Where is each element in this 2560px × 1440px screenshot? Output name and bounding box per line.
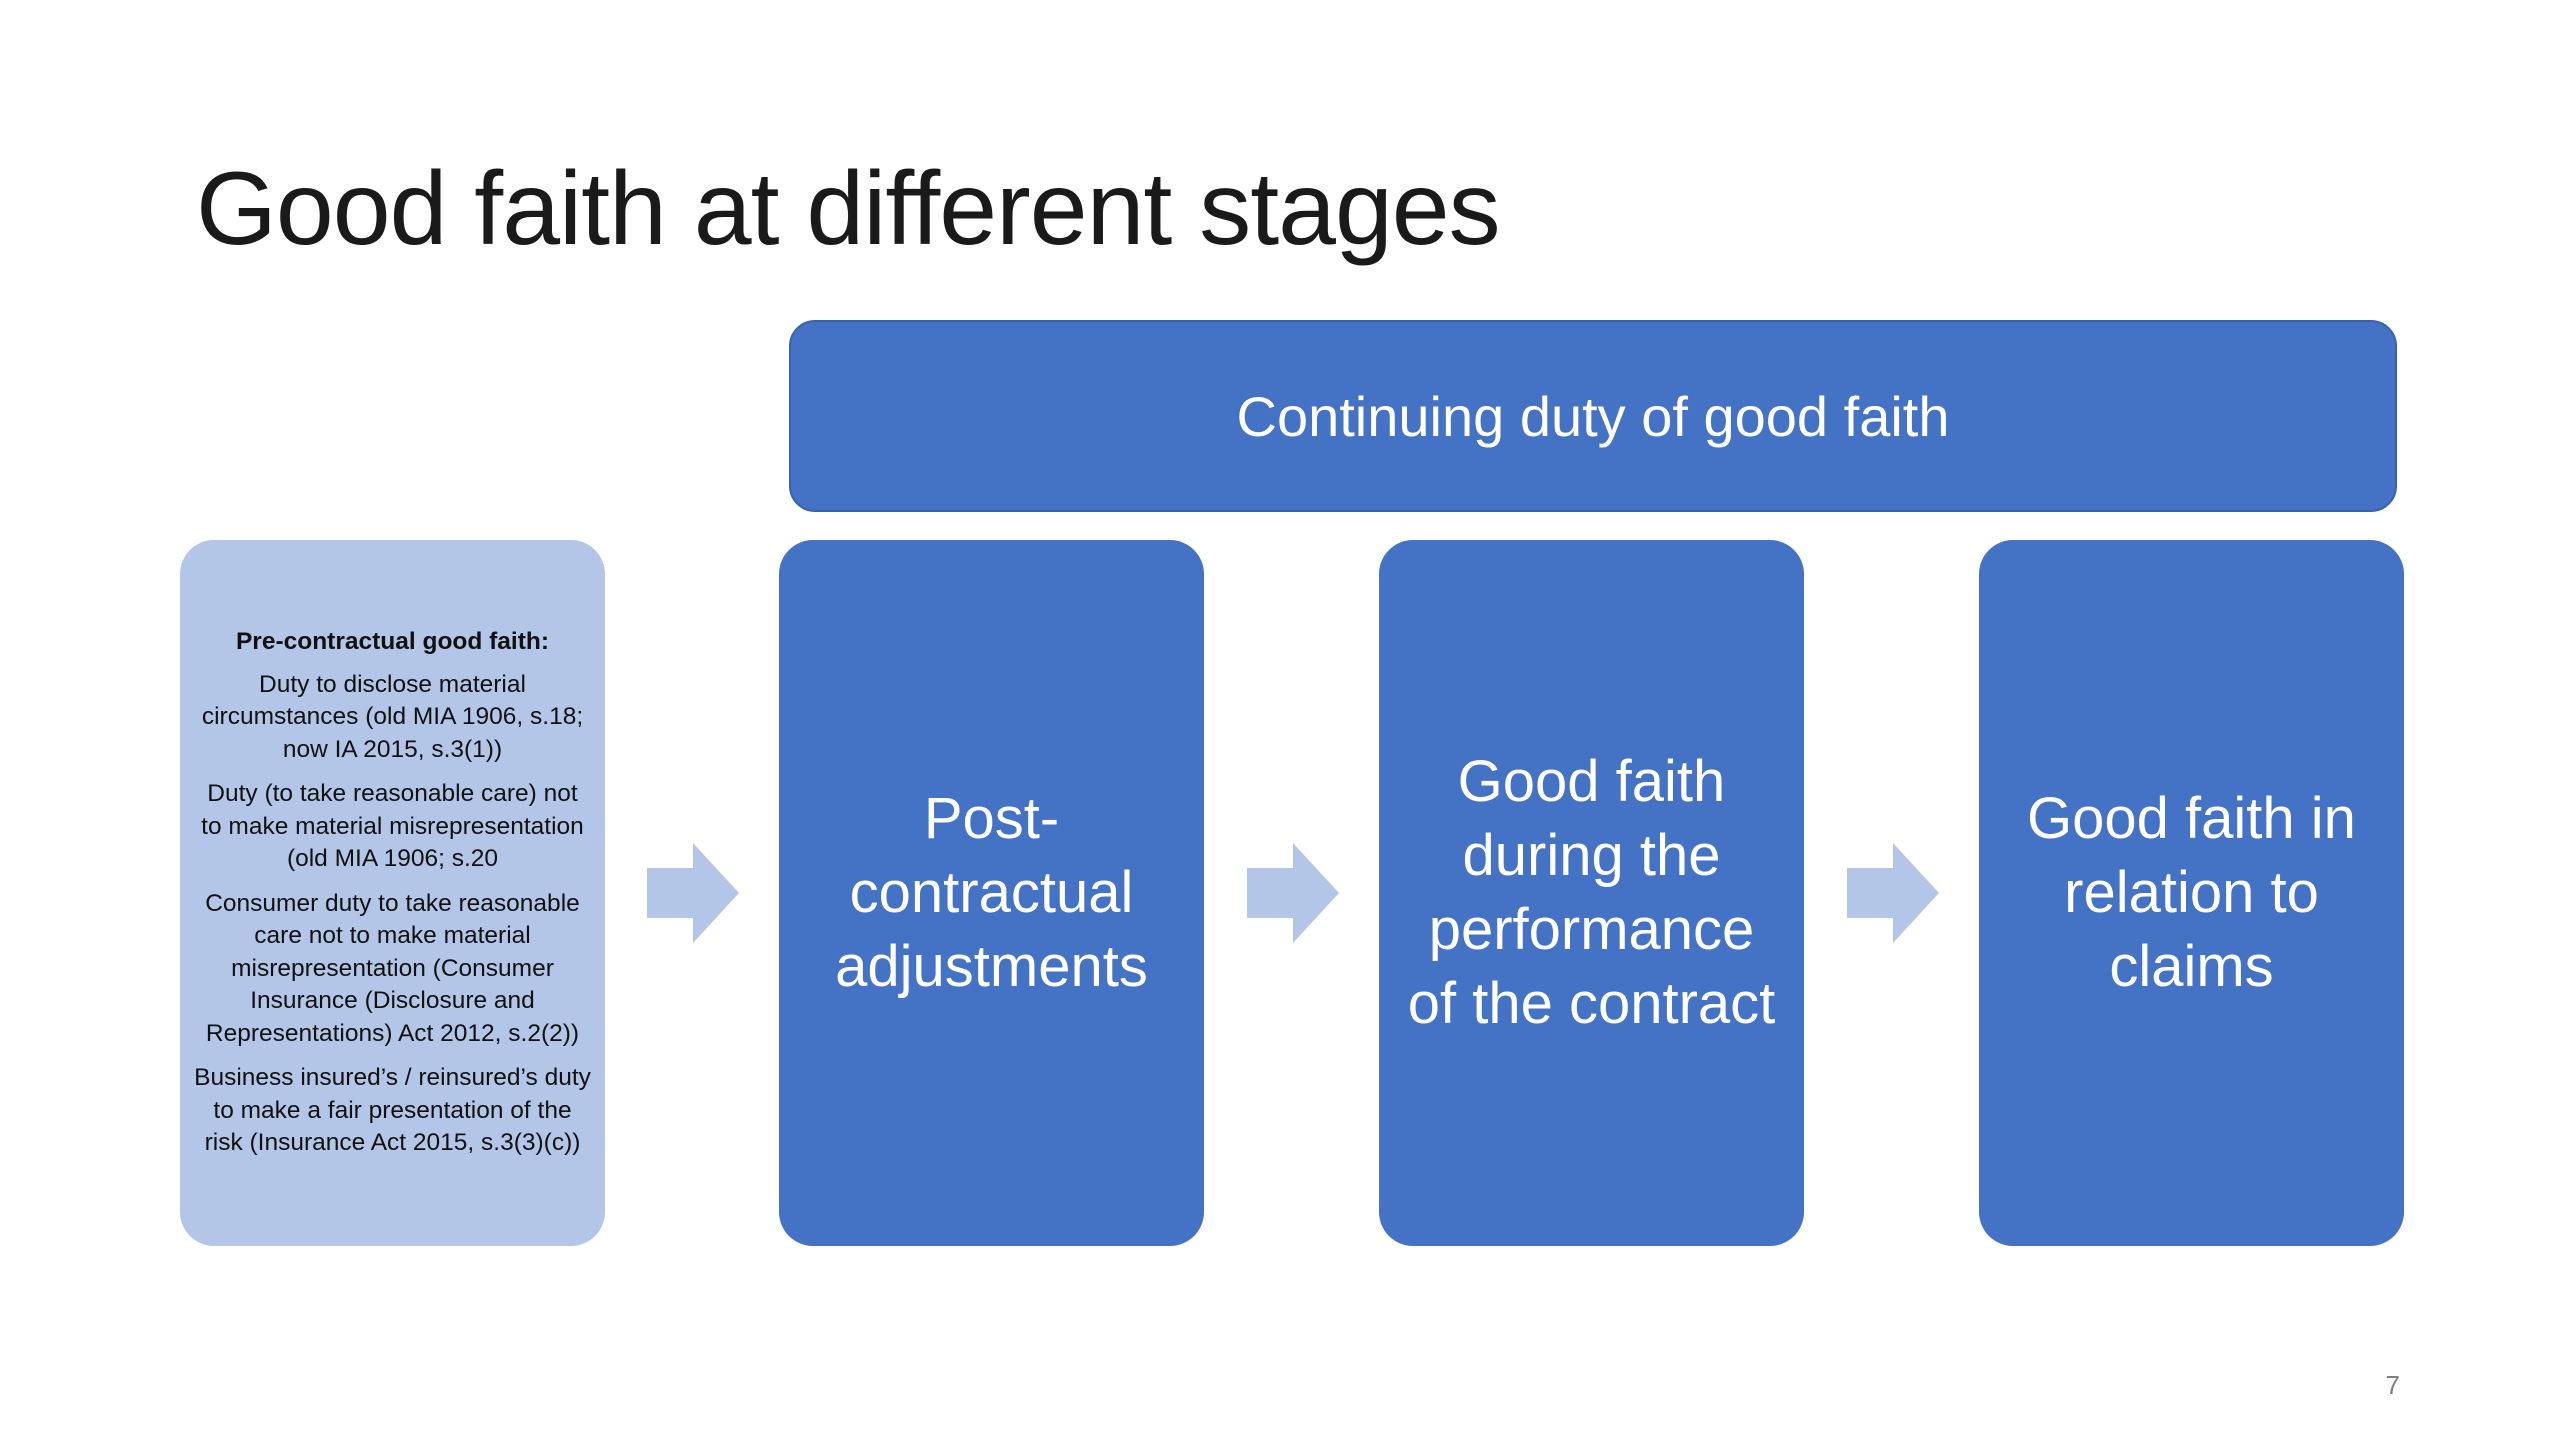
right-arrow-icon xyxy=(1247,843,1339,943)
pre-contractual-heading: Pre-contractual good faith: xyxy=(235,628,550,656)
right-arrow-icon xyxy=(1847,843,1939,943)
stage-post-contractual-adjustments: Post-contractual adjustments xyxy=(779,540,1204,1246)
slide-title: Good faith at different stages xyxy=(196,151,1501,267)
right-arrow-icon xyxy=(647,843,739,943)
stage-good-faith-claims: Good faith in relation to claims xyxy=(1979,540,2404,1246)
pre-contractual-item-fair-presentation: Business insured’s / reinsured’s duty to… xyxy=(194,1064,591,1157)
pre-contractual-item-misrepresentation: Duty (to take reasonable care) not to ma… xyxy=(201,780,584,873)
pre-contractual-item-disclosure: Duty to disclose material circumstances … xyxy=(201,670,584,763)
page-number: 7 xyxy=(2385,1370,2400,1400)
stage-good-faith-performance: Good faith during the performance of the… xyxy=(1379,540,1804,1246)
continuing-duty-banner: Continuing duty of good faith xyxy=(789,320,2397,512)
pre-contractual-item-consumer-duty: Consumer duty to take reasonable care no… xyxy=(205,889,580,1047)
pre-contractual-box: Pre-contractual good faith: Duty to disc… xyxy=(180,540,605,1246)
